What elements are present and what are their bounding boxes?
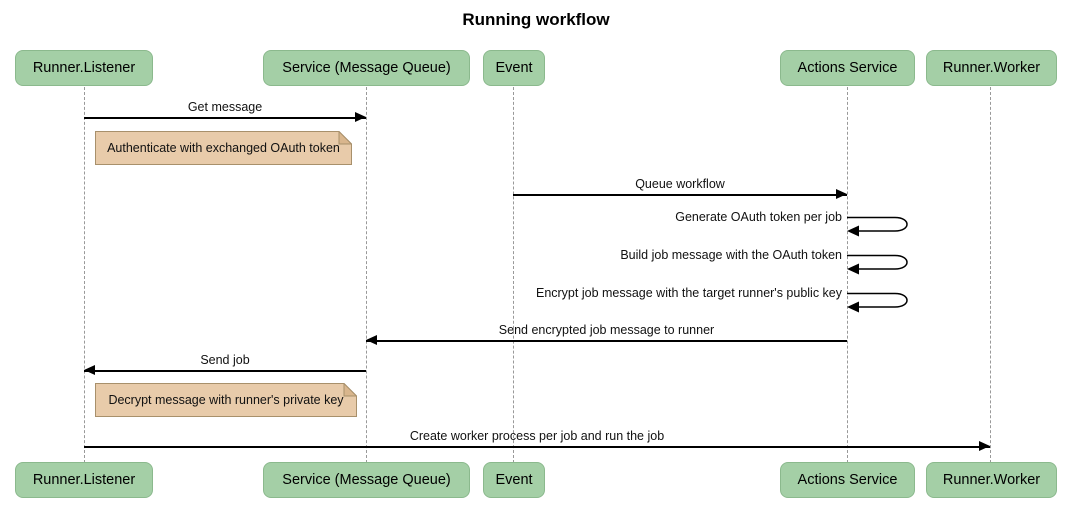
note-shape-icon (95, 131, 352, 165)
message-label-send-encrypted-job-message: Send encrypted job message to runner (498, 323, 715, 337)
participant-runner-listener-top: Runner.Listener (15, 50, 153, 86)
note-fold-icon (343, 383, 357, 397)
self-message-encrypt-job-message (847, 292, 915, 314)
message-label-queue-workflow: Queue workflow (635, 177, 725, 191)
lifeline-service-message-queue (366, 87, 367, 463)
participant-runner-listener-bottom: Runner.Listener (15, 462, 153, 498)
arrowhead-left-icon (84, 365, 95, 375)
note-decrypt-message: Decrypt message with runner's private ke… (95, 383, 357, 417)
participant-runner-worker-bottom: Runner.Worker (926, 462, 1057, 498)
arrowhead-left-icon (366, 335, 377, 345)
lifeline-event (513, 87, 514, 463)
self-loop-arrow-icon (847, 292, 908, 313)
message-label-send-job: Send job (200, 353, 250, 367)
message-line (84, 370, 366, 372)
participant-event-bottom: Event (483, 462, 545, 498)
message-label-get-message: Get message (187, 100, 263, 114)
lifeline-actions-service (847, 87, 848, 463)
self-loop-arrow-icon (847, 254, 908, 275)
arrowhead-right-icon (836, 189, 847, 199)
message-line (366, 340, 847, 342)
participant-service-message-queue-top: Service (Message Queue) (263, 50, 470, 86)
self-message-generate-oauth-token (847, 216, 915, 238)
message-label-encrypt-job-message: Encrypt job message with the target runn… (535, 286, 842, 300)
arrowhead-right-icon (979, 441, 990, 451)
message-label-build-job-message: Build job message with the OAuth token (620, 248, 842, 262)
note-text: Authenticate with exchanged OAuth token (107, 141, 340, 155)
participant-service-message-queue-bottom: Service (Message Queue) (263, 462, 470, 498)
participant-runner-worker-top: Runner.Worker (926, 50, 1057, 86)
self-loop-arrow-icon (847, 216, 908, 237)
participant-actions-service-top: Actions Service (780, 50, 915, 86)
diagram-title: Running workflow (462, 10, 610, 29)
message-line (84, 117, 366, 119)
message-label-create-worker-process: Create worker process per job and run th… (409, 429, 665, 443)
lifeline-runner-worker (990, 87, 991, 463)
lifeline-runner-listener (84, 87, 85, 463)
arrowhead-right-icon (355, 112, 366, 122)
note-fold-icon (338, 131, 352, 145)
message-line (84, 446, 990, 448)
self-message-build-job-message (847, 254, 915, 276)
note-shape-icon (95, 383, 357, 417)
message-line (513, 194, 847, 196)
message-label-generate-oauth-token: Generate OAuth token per job (675, 210, 842, 224)
participant-actions-service-bottom: Actions Service (780, 462, 915, 498)
note-authenticate-oauth: Authenticate with exchanged OAuth token (95, 131, 352, 165)
note-text: Decrypt message with runner's private ke… (108, 393, 344, 407)
participant-event-top: Event (483, 50, 545, 86)
